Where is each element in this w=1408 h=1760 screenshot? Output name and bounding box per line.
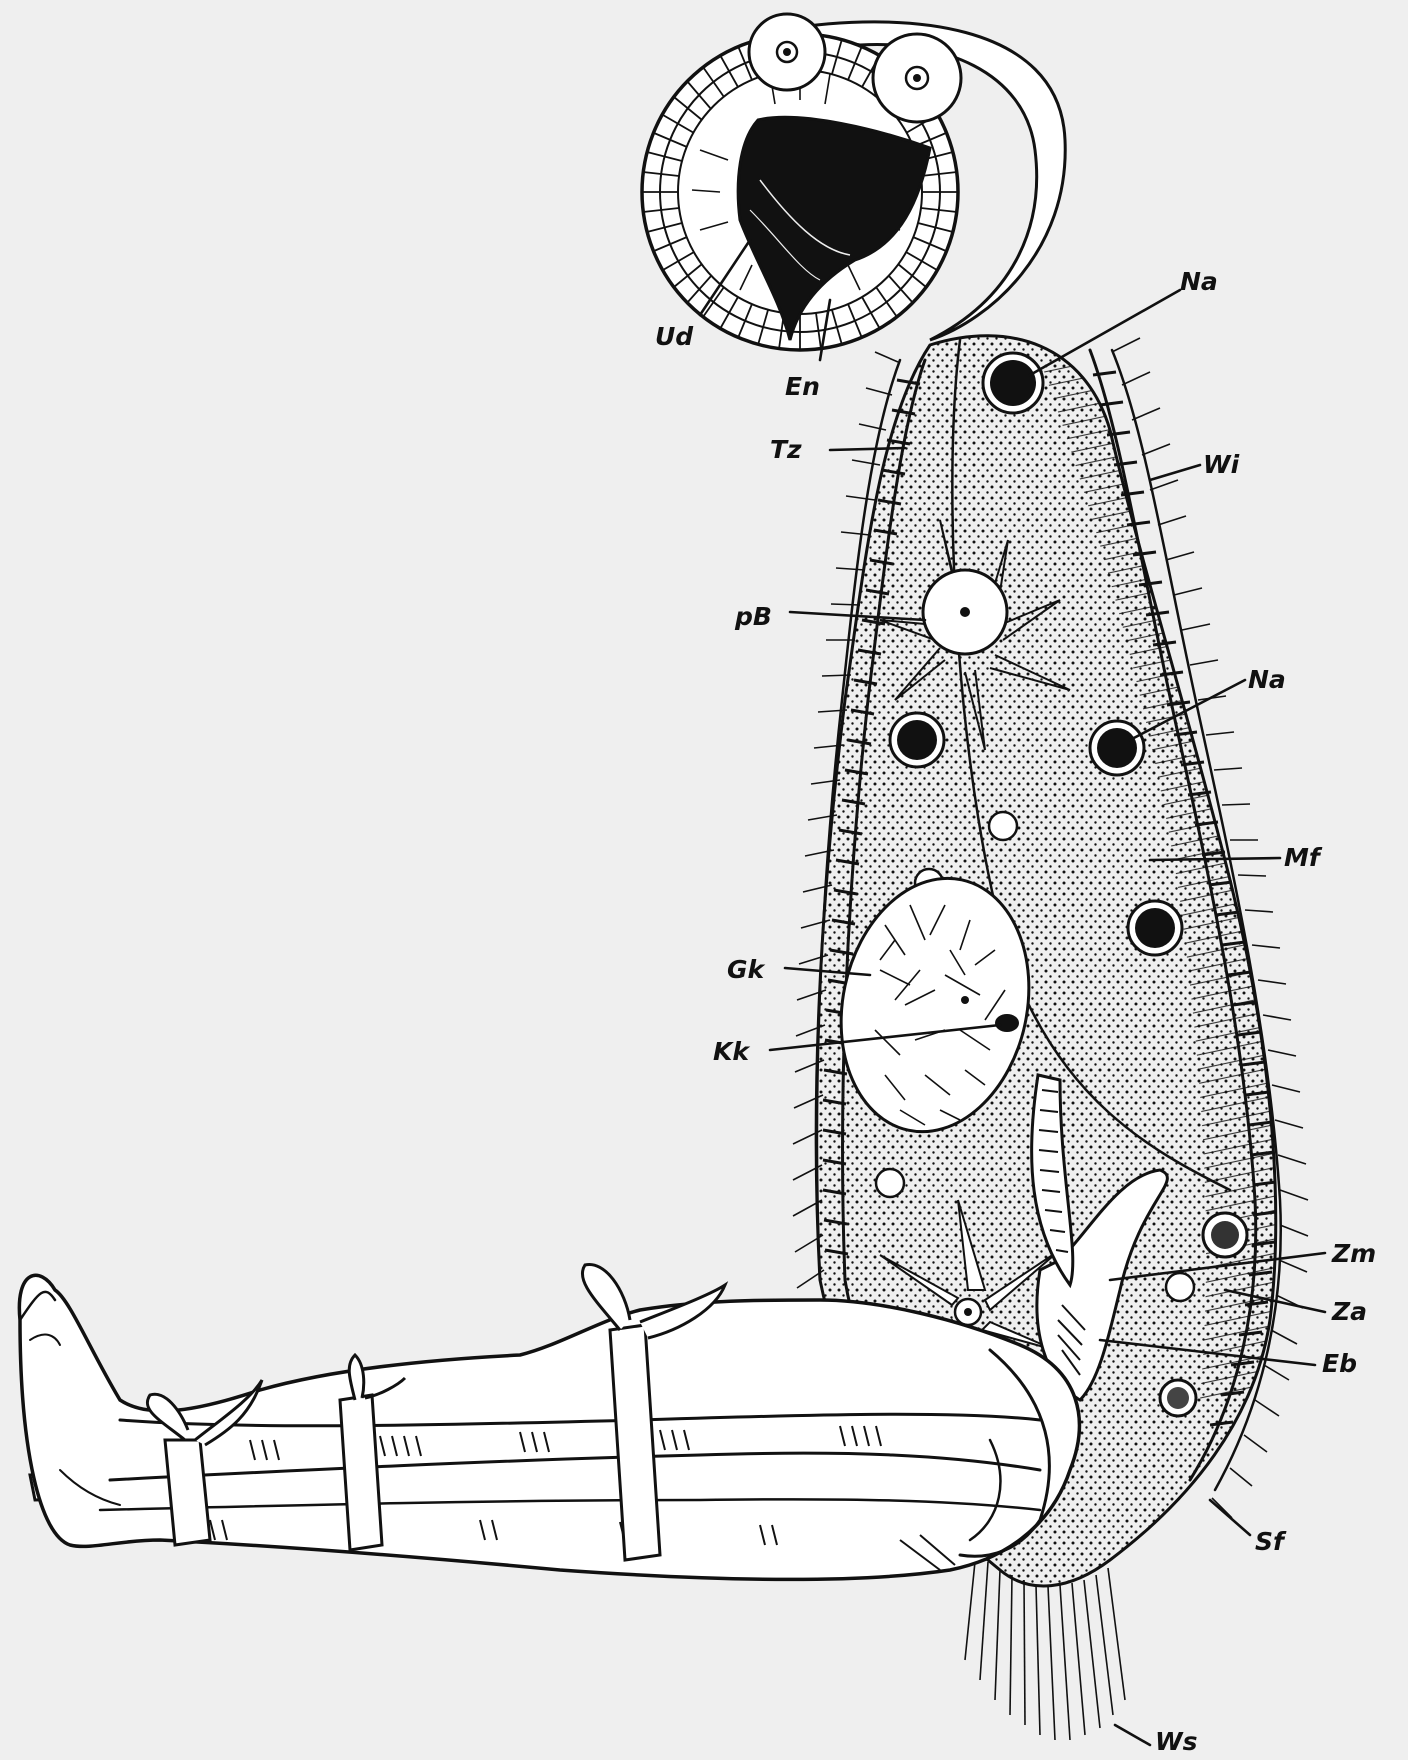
label-na-top: Na — [1180, 267, 1218, 296]
label-wi: Wi — [1203, 450, 1240, 479]
label-ws: Ws — [1155, 1727, 1197, 1756]
label-tz: Tz — [770, 435, 802, 464]
label-sf: Sf — [1255, 1527, 1287, 1556]
label-gk: Gk — [727, 955, 766, 984]
cross-section-head — [642, 14, 1065, 350]
label-kk: Kk — [713, 1037, 750, 1066]
label-ud: Ud — [655, 322, 694, 351]
leg-illustration — [19, 1264, 1079, 1579]
label-eb: Eb — [1322, 1349, 1357, 1378]
label-mf: Mf — [1284, 843, 1323, 872]
label-en: En — [785, 372, 820, 401]
label-pb: pB — [734, 602, 772, 631]
label-na-mid: Na — [1248, 665, 1286, 694]
label-zm: Zm — [1331, 1239, 1376, 1268]
label-za: Za — [1331, 1297, 1367, 1326]
